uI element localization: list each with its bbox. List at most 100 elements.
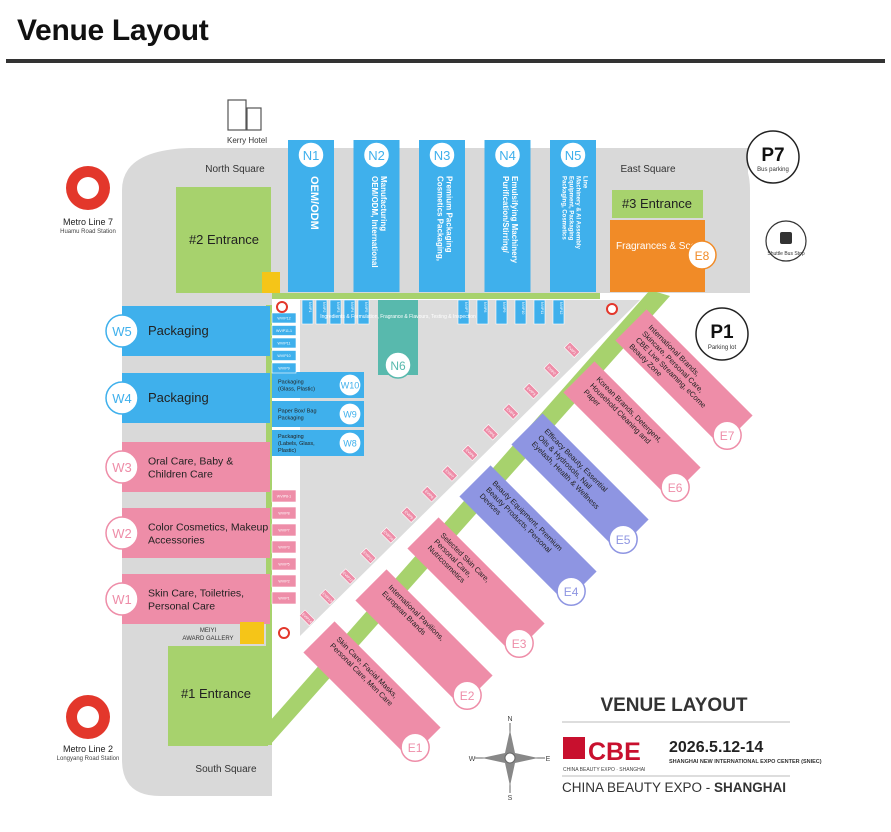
hall-id: E5 <box>616 533 631 547</box>
hall-block <box>303 621 441 759</box>
vip-room-block <box>271 337 297 349</box>
vip-room-label: WVIP7 <box>278 529 289 533</box>
hall-text-line: Line <box>582 176 588 189</box>
vip-room[interactable]: NVIP4 <box>343 299 356 325</box>
vip-room-block <box>441 465 459 482</box>
vip-room[interactable]: NVIP9 <box>495 299 508 325</box>
vip-room-block <box>514 299 527 325</box>
meiyi-award-gallery[interactable]: MEIYI AWARD GALLERY <box>182 272 280 644</box>
vip-room[interactable]: WVIP2 <box>271 574 297 588</box>
vip-room[interactable]: WVIP8-1 <box>271 489 297 503</box>
hall-block <box>563 361 701 499</box>
vip-room[interactable]: EVIP10 <box>380 527 397 544</box>
hall-id: W10 <box>341 381 360 391</box>
hall-id: W3 <box>112 460 132 475</box>
hall-id: E4 <box>564 585 579 599</box>
metro-line-2: Metro Line 2 Longyang Road Station <box>57 695 119 762</box>
vip-room[interactable]: NVIP8 <box>476 299 489 325</box>
hall-text-line: Plastic) <box>278 448 296 454</box>
vip-room[interactable]: WVIP1 <box>271 591 297 605</box>
vip-room[interactable]: EVIP4 <box>502 403 520 420</box>
vip-room-block <box>271 523 297 537</box>
hall-badge <box>504 628 534 659</box>
vip-room-block <box>357 299 370 325</box>
vip-room-block <box>495 299 508 325</box>
vip-room[interactable]: WVIP3 <box>271 540 297 554</box>
hall-e7[interactable]: International Brands,Skincare, Personal … <box>610 309 764 463</box>
vip-room-block <box>271 540 297 554</box>
parking-p7[interactable]: P7 Bus parking <box>746 130 800 184</box>
hall-id: W8 <box>343 439 357 449</box>
vip-room[interactable]: NVIP1 <box>301 299 314 325</box>
vip-room[interactable]: EVIP9 <box>400 506 418 523</box>
hall-id: N3 <box>434 148 451 163</box>
vip-room[interactable]: EVIP3 <box>523 382 540 400</box>
vip-room[interactable]: WVIP9 <box>271 362 297 374</box>
vip-room[interactable]: NVIP3 <box>329 299 342 325</box>
vip-room[interactable]: WVIP11-1 <box>271 325 297 336</box>
vip-room[interactable]: EVIP12 <box>339 568 357 585</box>
vip-room[interactable]: WVIP11 <box>271 337 297 349</box>
hall-text-line: Packaging, Cosmetics <box>561 176 567 240</box>
vip-room-block <box>271 312 297 324</box>
vip-room[interactable]: WVIP8 <box>271 506 297 520</box>
vip-room[interactable]: WVIP10 <box>271 350 297 361</box>
hall-text-line: OEM/ODM <box>308 176 320 230</box>
vip-room[interactable]: NVIP5 <box>357 299 370 325</box>
vip-room[interactable]: NVIP2 <box>315 299 328 325</box>
expo-venue: SHANGHAI NEW INTERNATIONAL EXPO CENTER (… <box>669 759 822 765</box>
hall-badge <box>338 402 362 426</box>
vip-room-label: EVIP2 <box>546 366 556 376</box>
hall-badge <box>338 431 362 455</box>
metro-2-line-label: Metro Line 2 <box>63 744 113 754</box>
vip-room[interactable]: NVIP10 <box>514 299 527 325</box>
vip-room[interactable]: EVIP13 <box>319 588 336 606</box>
hall-block <box>511 413 649 551</box>
vip-room-block <box>339 568 357 585</box>
vip-room[interactable]: EVIP1 <box>563 341 581 358</box>
vip-room[interactable]: WVIP5 <box>271 557 297 571</box>
parking-p1[interactable]: P1 Parking lot <box>695 307 749 361</box>
meiyi-line2: AWARD GALLERY <box>182 636 233 642</box>
vip-room-label: WVIP9 <box>278 367 289 371</box>
hall-badge <box>556 576 586 607</box>
entrance-3-label: #3 Entrance <box>622 196 692 211</box>
shuttle-bus-stop[interactable]: Shuttle Bus Stop <box>765 220 807 262</box>
vip-room[interactable]: EVIP7 <box>441 465 459 482</box>
vip-room-block <box>271 325 297 336</box>
vip-room-label: NVIP7 <box>464 302 468 312</box>
hall-n6[interactable]: Ingredients & Formulation, Fragrance & F… <box>320 300 476 379</box>
vip-room[interactable]: EVIP2 <box>543 362 560 379</box>
vip-room[interactable]: EVIP14 <box>298 609 316 626</box>
vip-room-block <box>457 299 470 325</box>
vip-room[interactable]: NVIP11 <box>533 299 546 325</box>
vip-room[interactable]: EVIP6 <box>461 444 479 462</box>
vip-room[interactable]: EVIP11 <box>360 547 377 565</box>
hall-e6[interactable]: Korean Brands, Detergent,Household Clean… <box>558 361 712 515</box>
east-square-label: East Square <box>620 164 675 175</box>
hall-text-line: Accessories <box>148 535 205 547</box>
hall-badge <box>105 516 139 550</box>
hall-badge <box>297 141 325 169</box>
hall-text-line: Manufacturing <box>379 176 388 231</box>
vip-room[interactable]: NVIP7 <box>457 299 470 325</box>
vip-room[interactable]: EVIP8 <box>421 485 438 503</box>
vip-room[interactable]: NVIP12 <box>552 299 565 325</box>
hall-e8[interactable]: Fragrances & Scent E8 <box>610 220 717 292</box>
vip-room[interactable]: WVIP7 <box>271 523 297 537</box>
vip-room[interactable]: EVIP5 <box>482 424 499 441</box>
vip-room[interactable]: WVIP12 <box>271 312 297 324</box>
